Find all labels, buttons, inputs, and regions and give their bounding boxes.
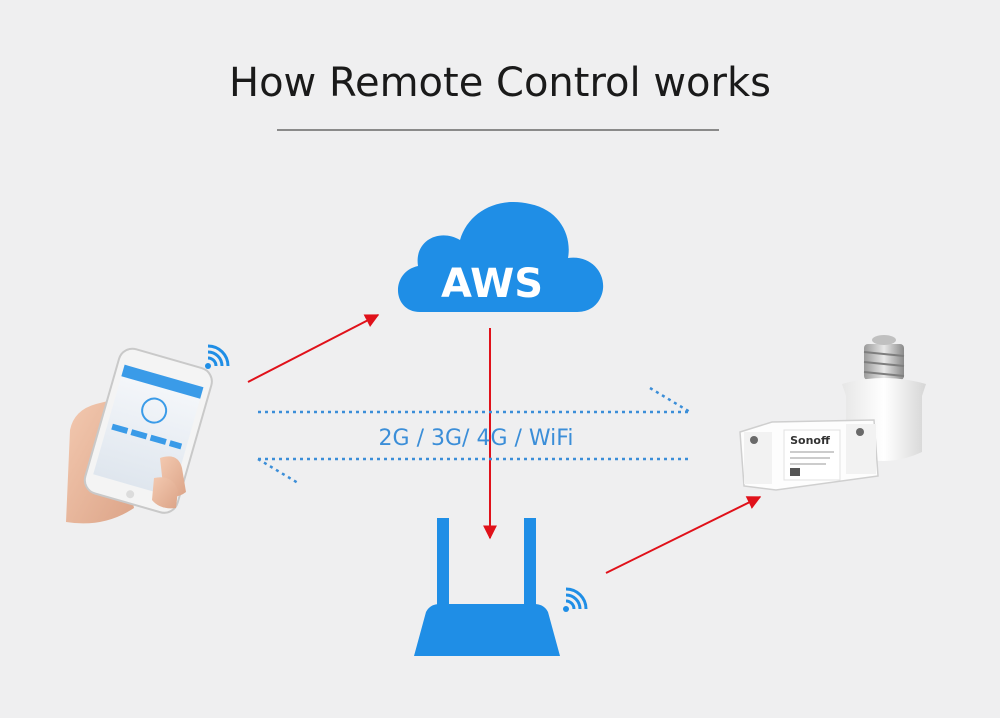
network-arrow-left (257, 457, 692, 485)
page-title: How Remote Control works (229, 60, 771, 106)
network-label: 2G / 3G/ 4G / WiFi (379, 426, 574, 451)
wifi-signal-icon (205, 344, 230, 369)
cloud-label: AWS (441, 261, 543, 307)
switch-brand-label: Sonoff (790, 434, 830, 447)
wifi-signal-icon (563, 587, 588, 612)
arrow-phone-to-cloud (247, 314, 380, 383)
smart-switch-icon: Sonoff (739, 419, 879, 491)
smartphone-in-hand-icon (66, 347, 213, 524)
wifi-router-icon (414, 518, 560, 656)
network-arrow-right (258, 386, 691, 414)
cloud-icon: AWS (397, 201, 604, 312)
arrow-router-to-switch (605, 496, 762, 574)
title-divider (277, 129, 719, 131)
